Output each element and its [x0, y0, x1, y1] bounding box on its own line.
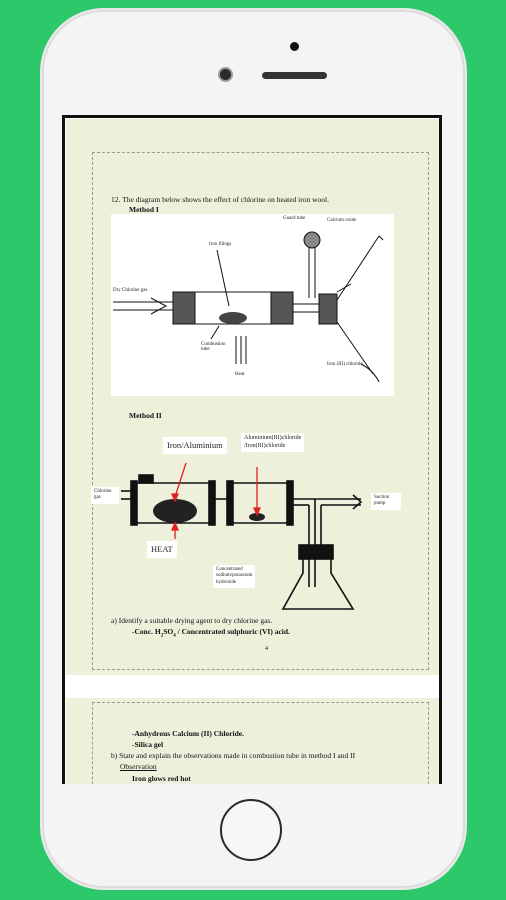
- label-heat: HEAT: [147, 541, 177, 558]
- page-break: [66, 675, 439, 698]
- method1-heading: Method I: [129, 205, 159, 214]
- proximity-sensor: [290, 42, 299, 51]
- answer-silica-gel: -Silica gel: [132, 740, 164, 749]
- label-aluminium-chloride: Aluminium(III)chloride /Iron(III)chlorid…: [241, 433, 305, 452]
- method2-heading: Method II: [129, 411, 162, 420]
- label-iron-chloride: Iron (III) chloride: [327, 362, 363, 367]
- label-iron-aluminium: Iron/Aluminium: [163, 437, 227, 454]
- answer-a-prefix: -Conc. H: [132, 627, 161, 636]
- screen[interactable]: 12. The diagram below shows the effect o…: [62, 115, 442, 784]
- part-b-question: b) State and explain the observations ma…: [111, 751, 356, 760]
- answer-calcium-chloride: -Anhydrous Calcium (II) Chloride.: [132, 729, 244, 738]
- observation-text: Iron glows red hot: [132, 774, 191, 783]
- answer-a-suffix: / Concentrated sulphuric (VI) acid.: [175, 627, 290, 636]
- answer-a-sub1: 2: [160, 633, 164, 639]
- label-heat: Heat: [235, 372, 245, 377]
- label-combustion-tube: Combustion tube: [201, 342, 226, 352]
- label-guard-tube: Guard tube: [283, 216, 306, 221]
- label-suction-pump: Suction pump: [371, 493, 401, 510]
- method2-apparatus: [121, 462, 363, 610]
- question-text: 12. The diagram below shows the effect o…: [111, 195, 329, 204]
- answer-a-mid: SO: [163, 627, 174, 636]
- method2-diagram: Iron/Aluminium Aluminium(III)chloride /I…: [91, 427, 411, 617]
- label-aluminium-chloride-line1: Aluminium(III)chloride: [244, 435, 302, 441]
- part-a-question: a) Identify a suitable drying agent to d…: [111, 616, 273, 625]
- method1-diagram: Dry Chlorine gas Iron filings Guard tube…: [111, 214, 394, 396]
- front-camera: [218, 67, 233, 82]
- page-frame: [92, 152, 429, 670]
- earpiece-speaker: [262, 72, 327, 79]
- label-iron-filings: Iron filings: [209, 242, 232, 247]
- observation-heading: Observation: [120, 762, 157, 771]
- label-concentrated-hydroxide: Concentrated sodium/potassium hydroxide: [213, 565, 256, 588]
- label-aluminium-chloride-line2: /Iron(III)chloride: [244, 442, 286, 449]
- label-dry-chlorine: Dry Chlorine gas: [113, 288, 148, 293]
- label-calcium-oxide: Calcium oxide: [327, 218, 357, 223]
- answer-a-sub2: 4: [173, 633, 176, 639]
- page-number: 4: [265, 646, 268, 652]
- method1-apparatus: [113, 231, 384, 383]
- home-button[interactable]: [220, 799, 282, 861]
- document-page[interactable]: 12. The diagram below shows the effect o…: [66, 119, 439, 784]
- label-chlorine-gas: Chlorine gas: [91, 487, 119, 504]
- label-concentrated-line3: hydroxide: [216, 579, 237, 585]
- phone-frame: 12. The diagram below shows the effect o…: [42, 10, 465, 888]
- label-concentrated-line2: sodium/potassium: [216, 573, 253, 579]
- label-concentrated-line1: Concentrated: [216, 567, 243, 572]
- page-frame-next: [92, 702, 429, 784]
- part-a-answer: -Conc. H2SO4 / Concentrated sulphuric (V…: [132, 627, 290, 639]
